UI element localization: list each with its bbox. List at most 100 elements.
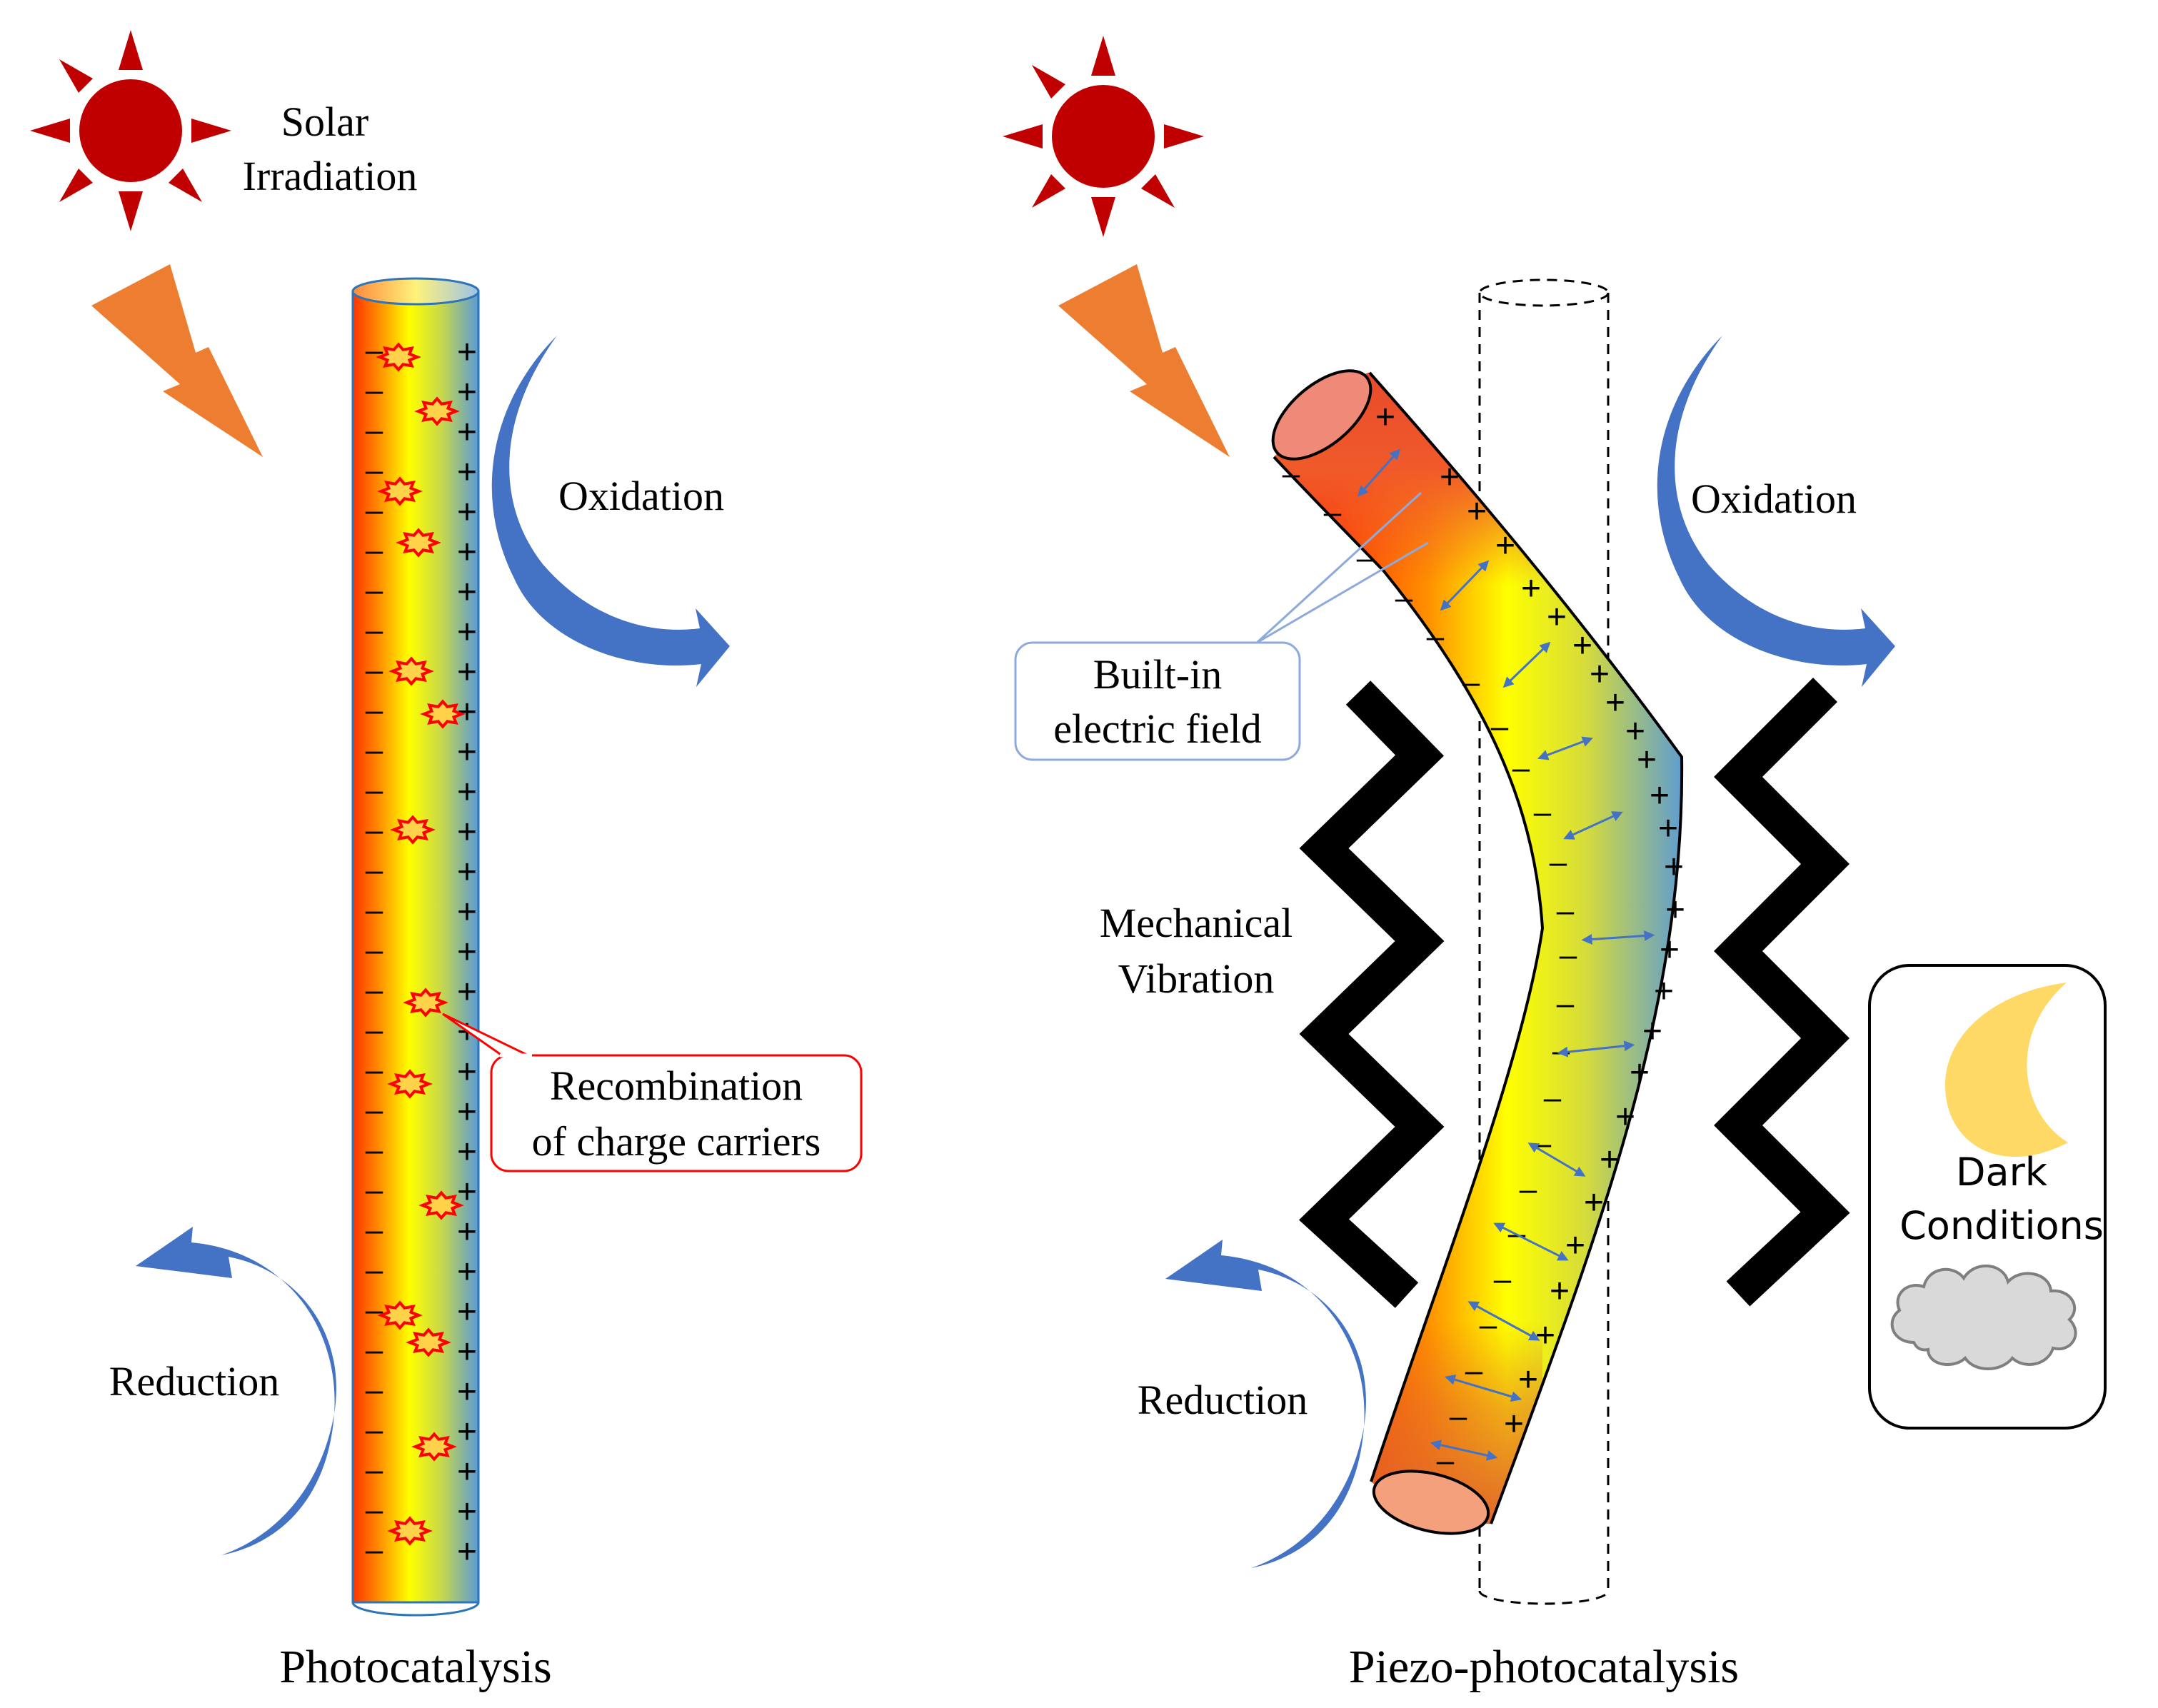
- recombination-marker: [396, 528, 441, 558]
- negative-charge: –: [366, 373, 383, 408]
- callout-line2: of charge carriers: [532, 1118, 821, 1165]
- negative-charge: –: [1557, 986, 1575, 1021]
- dark-conditions-box: Dark Conditions: [1868, 964, 2107, 1430]
- negative-charge: –: [366, 1492, 383, 1527]
- negative-charge: –: [366, 1053, 383, 1087]
- positive-charge: +: [457, 1133, 477, 1171]
- dark-label-line2: Conditions: [1899, 1203, 2104, 1248]
- positive-charge: +: [457, 893, 477, 931]
- caption-photocatalysis: Photocatalysis: [279, 1641, 551, 1693]
- recombination-marker: [406, 1327, 451, 1357]
- positive-charge: +: [457, 773, 477, 811]
- positive-charge: +: [1664, 848, 1684, 886]
- positive-charge: +: [1535, 1317, 1555, 1355]
- moon-icon: [1945, 983, 2068, 1157]
- field-double-arrow: [1502, 641, 1551, 688]
- positive-charge: +: [457, 373, 477, 411]
- positive-charge: +: [1550, 1272, 1570, 1310]
- negative-charge: –: [366, 733, 383, 768]
- positive-charge: +: [1565, 1227, 1585, 1265]
- sun-icon: [30, 30, 231, 231]
- recombination-marker: [377, 476, 423, 506]
- reduction-label-right: Reduction: [1138, 1377, 1308, 1423]
- recombination-marker: [403, 988, 448, 1018]
- recombination-marker: [420, 699, 466, 729]
- positive-charge: +: [457, 573, 477, 611]
- oxidation-label-right: Oxidation: [1691, 476, 1857, 522]
- positive-charge: +: [457, 1093, 477, 1131]
- negative-charge: –: [1544, 1080, 1562, 1115]
- negative-charge: –: [366, 1092, 383, 1127]
- negative-charge: –: [366, 1532, 383, 1567]
- positive-charge: +: [1521, 570, 1541, 608]
- negative-charge: –: [366, 533, 383, 568]
- positive-charge: +: [457, 333, 477, 371]
- negative-charge: –: [1550, 845, 1567, 880]
- recombination-marker: [376, 342, 421, 372]
- negative-charge: –: [1512, 750, 1530, 785]
- dark-label-line1: Dark: [1956, 1150, 2048, 1195]
- negative-charge: –: [1491, 709, 1509, 744]
- positive-charge: +: [1600, 1141, 1620, 1179]
- negative-charge: –: [1552, 1033, 1570, 1068]
- positive-charge: +: [457, 493, 477, 531]
- reduction-arrow-right: Reduction: [1138, 1240, 1366, 1568]
- negative-charge: –: [1494, 1262, 1512, 1297]
- positive-charge: +: [457, 1373, 477, 1411]
- positive-charge: +: [1650, 777, 1670, 815]
- positive-charge: +: [1625, 713, 1645, 750]
- positive-charge: +: [457, 933, 477, 971]
- positive-charge: +: [457, 973, 477, 1011]
- reduction-label-left: Reduction: [109, 1358, 279, 1405]
- negative-charge: –: [366, 1412, 383, 1447]
- field-double-arrow: [1430, 1440, 1498, 1461]
- negative-charge: –: [366, 1452, 383, 1487]
- positive-charge: +: [1630, 1054, 1650, 1092]
- lightning-icon: [1058, 264, 1230, 457]
- field-double-arrow: [1537, 736, 1594, 760]
- positive-charge: +: [457, 1213, 477, 1251]
- positive-charge: +: [457, 533, 477, 571]
- field-double-arrow: [1444, 1374, 1522, 1402]
- negative-charge: –: [366, 1212, 383, 1247]
- negative-charge: –: [366, 453, 383, 488]
- positive-charge: +: [1660, 931, 1680, 969]
- recombination-markers: [376, 342, 466, 1546]
- negative-charge: –: [1560, 938, 1577, 973]
- negative-charge: –: [366, 1013, 383, 1048]
- positive-charge: +: [457, 1413, 477, 1451]
- positive-charge: +: [457, 1293, 477, 1331]
- negative-charge: –: [366, 1292, 383, 1327]
- negative-charge: –: [1395, 581, 1413, 616]
- field-double-arrow: [1581, 930, 1655, 945]
- right-sun: [1003, 36, 1204, 237]
- positive-charge: +: [1547, 598, 1567, 636]
- callout-line1: Recombination: [550, 1063, 803, 1109]
- positive-charge: +: [1440, 458, 1460, 496]
- negative-charge: –: [1520, 1172, 1537, 1207]
- negative-charge: –: [366, 613, 383, 648]
- positive-charge: +: [1590, 655, 1610, 693]
- negative-charge: –: [366, 1252, 383, 1287]
- negative-charge: –: [366, 493, 383, 528]
- positive-charge: +: [457, 853, 477, 891]
- vibration-label-line2: Vibration: [1118, 955, 1275, 1002]
- negative-charge: –: [366, 1332, 383, 1367]
- positive-charge: +: [457, 733, 477, 771]
- left-sun: Solar Irradiation: [30, 30, 417, 231]
- positive-charge: +: [457, 653, 477, 691]
- positive-charge: +: [1605, 684, 1625, 722]
- recombination-marker: [414, 396, 460, 426]
- positive-charge: +: [1375, 398, 1395, 436]
- sun-icon: [1003, 36, 1204, 237]
- field-callout: Built-in electric field: [1014, 491, 1429, 761]
- negative-charge: –: [1357, 541, 1375, 576]
- vibration-zigzag-right: [1714, 678, 1850, 1307]
- oxidation-arrow-left: Oxidation: [491, 336, 730, 687]
- caption-piezo-photocatalysis: Piezo-photocatalysis: [1349, 1641, 1739, 1693]
- reduction-arrow-left: Reduction: [109, 1227, 336, 1555]
- field-double-arrow: [1440, 560, 1490, 611]
- negative-charge: –: [1462, 665, 1480, 700]
- vibration-zigzag-left: [1298, 680, 1445, 1308]
